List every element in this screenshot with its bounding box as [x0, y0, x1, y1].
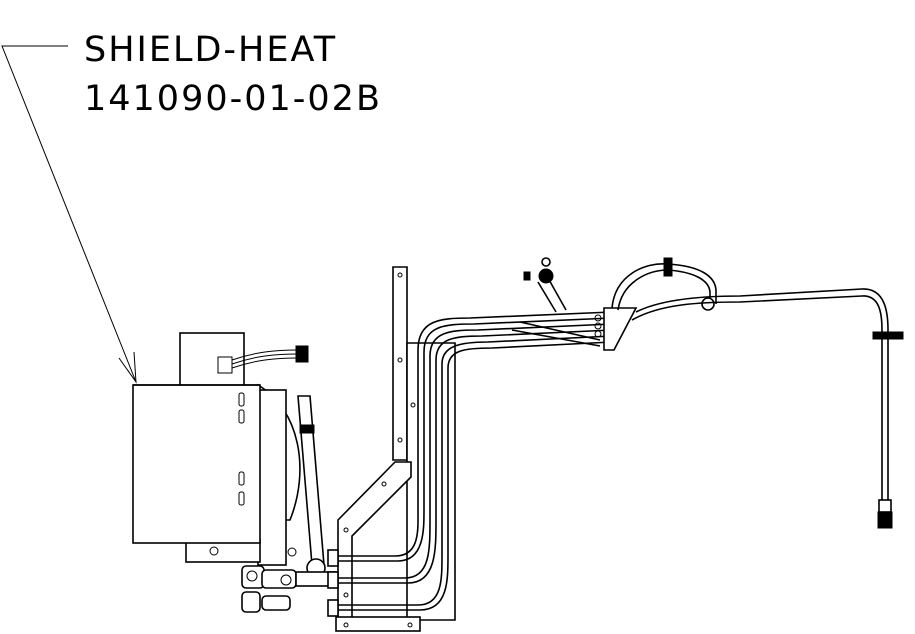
- loop-tube: [611, 257, 717, 311]
- leader-line: [1, 45, 137, 384]
- long-tube: [631, 288, 904, 529]
- part-number-label: 141090-01-02B: [84, 79, 382, 119]
- bracket-connectors: [327, 549, 339, 617]
- bottom-fittings: [241, 565, 337, 613]
- mounting-bracket: [335, 266, 456, 632]
- support-rod: [297, 395, 326, 578]
- part-name-label: SHIELD-HEAT: [84, 30, 338, 70]
- heat-shield: [132, 384, 261, 544]
- upper-bracket: [179, 332, 309, 389]
- junction-block: [511, 307, 638, 351]
- sensor-fitting: [523, 257, 567, 313]
- tube-bundle: [338, 311, 613, 611]
